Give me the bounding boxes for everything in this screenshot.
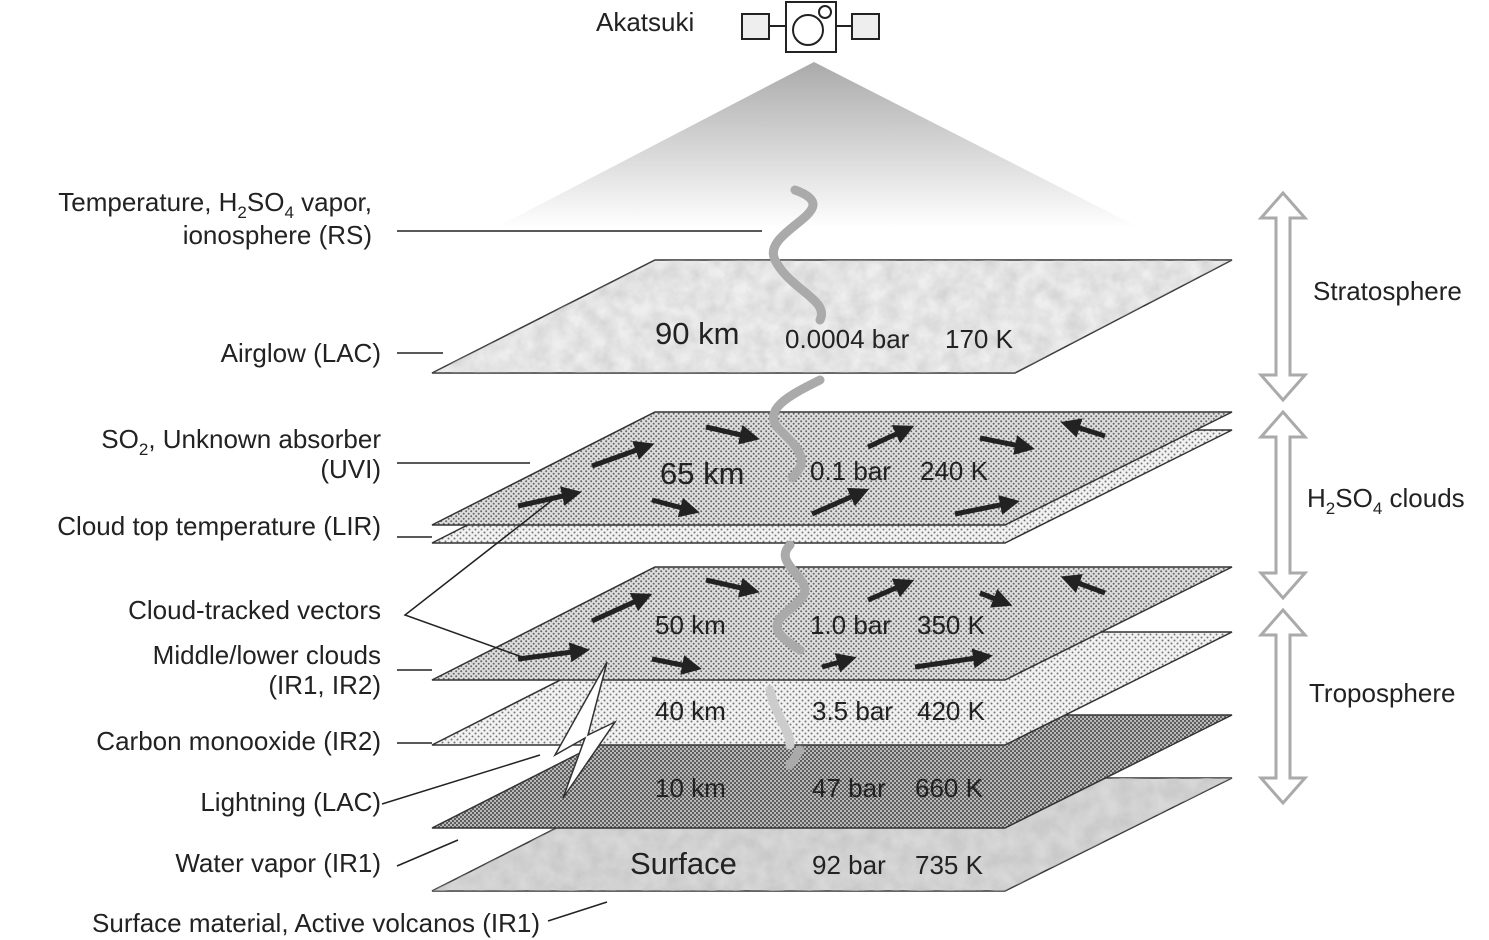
region-troposphere: Troposphere xyxy=(1309,678,1455,708)
altitude-label: 40 km xyxy=(655,696,726,726)
label-uvi-line1: SO2, Unknown absorber xyxy=(101,424,381,459)
akatsuki-satellite-icon xyxy=(741,1,880,53)
label-clouds-line1: Middle/lower clouds xyxy=(153,640,381,670)
pressure-label: 0.1 bar xyxy=(810,456,891,486)
pressure-label: 92 bar xyxy=(812,850,886,880)
layer-90km-text: 90 km 0.0004 bar 170 K xyxy=(655,316,1014,354)
pressure-label: 3.5 bar xyxy=(812,696,893,726)
label-co: Carbon monooxide (IR2) xyxy=(96,726,381,756)
layer-65km-text: 65 km 0.1 bar 240 K xyxy=(660,456,989,491)
label-water: Water vapor (IR1) xyxy=(175,848,381,878)
altitude-label: 65 km xyxy=(660,456,744,491)
label-surface: Surface material, Active volcanos (IR1) xyxy=(92,908,540,938)
label-vectors: Cloud-tracked vectors xyxy=(128,595,381,625)
pressure-label: 47 bar xyxy=(812,773,886,803)
layer-10km-text: 10 km 47 bar 660 K xyxy=(655,773,984,803)
layer-90km xyxy=(431,259,1233,374)
troposphere-arrow-icon xyxy=(1257,607,1309,806)
layer-40km-text: 40 km 3.5 bar 420 K xyxy=(655,696,986,726)
temperature-label: 660 K xyxy=(915,773,984,803)
region-arrows xyxy=(1257,190,1309,806)
temperature-label: 420 K xyxy=(917,696,986,726)
region-clouds: H2SO4 clouds xyxy=(1307,483,1465,518)
layer-surface-text: Surface 92 bar 735 K xyxy=(630,846,984,881)
altitude-label: 90 km xyxy=(655,316,739,351)
pressure-label: 0.0004 bar xyxy=(785,324,910,354)
leader-lines xyxy=(381,230,762,922)
altitude-label: Surface xyxy=(630,846,737,881)
label-lir: Cloud top temperature (LIR) xyxy=(57,511,381,541)
layer-50km-text: 50 km 1.0 bar 350 K xyxy=(655,610,986,640)
cloud-vectors xyxy=(517,418,1106,675)
label-rs-line1: Temperature, H2SO4 vapor, xyxy=(58,187,372,222)
lightning-icon xyxy=(553,661,618,799)
altitude-label: 50 km xyxy=(655,610,726,640)
altitude-label: 10 km xyxy=(655,773,726,803)
temperature-label: 240 K xyxy=(920,456,989,486)
temperature-label: 735 K xyxy=(915,850,984,880)
label-airglow: Airglow (LAC) xyxy=(221,338,381,368)
temperature-label: 350 K xyxy=(917,610,986,640)
label-uvi-line2: (UVI) xyxy=(320,454,381,484)
clouds-arrow-icon xyxy=(1257,409,1309,601)
region-stratosphere: Stratosphere xyxy=(1313,276,1462,306)
observation-cone xyxy=(495,62,1140,228)
label-rs-line2: ionosphere (RS) xyxy=(183,220,372,250)
label-clouds-line2: (IR1, IR2) xyxy=(268,670,381,700)
label-lightning: Lightning (LAC) xyxy=(200,787,381,817)
spacecraft-label: Akatsuki xyxy=(596,7,694,37)
pressure-label: 1.0 bar xyxy=(810,610,891,640)
stratosphere-arrow-icon xyxy=(1257,190,1309,403)
temperature-label: 170 K xyxy=(945,324,1014,354)
radio-occultation-wave xyxy=(765,185,827,770)
